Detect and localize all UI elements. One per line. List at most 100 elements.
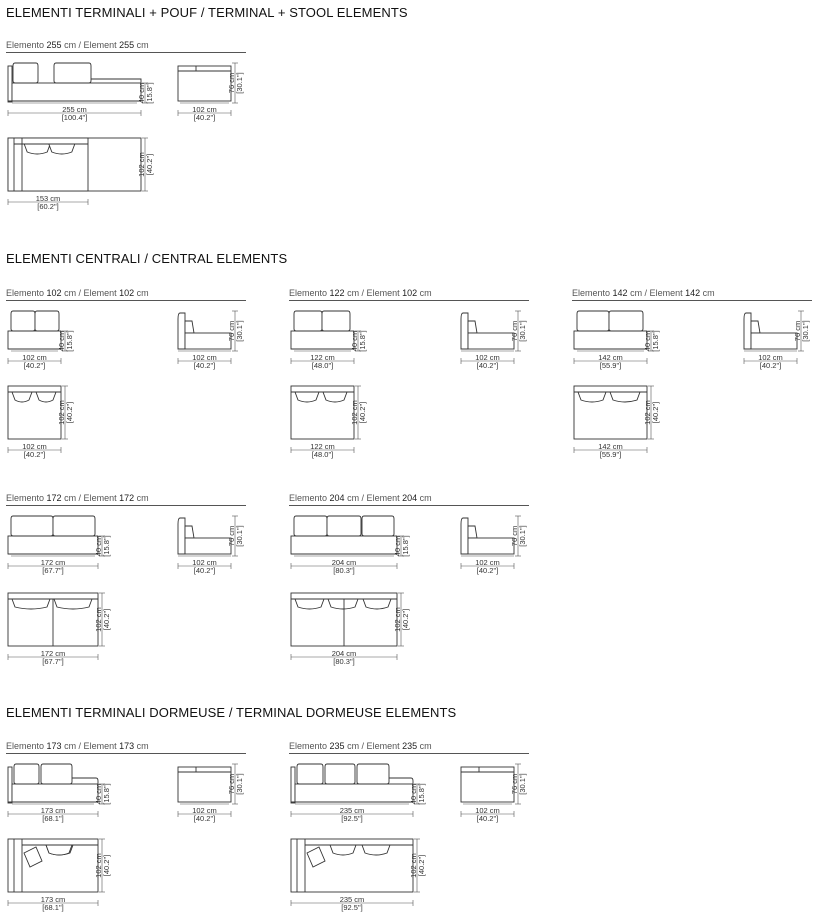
side-cushion: [184, 320, 195, 334]
side-height-vdim-label-in: [30.1"]: [235, 72, 244, 93]
caption-it-word: Elemento: [6, 40, 47, 50]
side-view: [177, 312, 232, 352]
element-rule: [572, 300, 812, 301]
plan-depth-vdim-label-cm: 102 cm: [409, 853, 418, 878]
side-height-vdim-label-in: [30.1"]: [518, 773, 527, 794]
front-width-dim-label-in: [68.1"]: [42, 814, 63, 823]
caption-en-size: 172: [119, 493, 135, 503]
side-depth-dim-label-cm: 102 cm: [475, 353, 500, 362]
plan-depth-vdim-label-in: [40.2"]: [65, 402, 74, 423]
side-depth-dim-label-cm: 102 cm: [192, 353, 217, 362]
element-rule: [6, 753, 246, 754]
element-drawing-c172: 172 cm[67.7"]40 cm[15.8"]102 cm[40.2"]76…: [7, 515, 244, 666]
section-title-central: ELEMENTI CENTRALI / CENTRAL ELEMENTS: [6, 251, 288, 266]
side-height-vdim-label-cm: 76 cm: [510, 321, 519, 341]
plan-width-dim-label-cm: 102 cm: [22, 442, 47, 451]
front-cushion: [321, 310, 351, 332]
front-cushion: [576, 310, 610, 332]
side-depth-dim-label-cm: 102 cm: [758, 353, 783, 362]
plan-width-dim-label-in: [55.9"]: [600, 450, 621, 459]
element-rule: [289, 753, 529, 754]
side-depth-dim-label-in: [40.2"]: [194, 814, 215, 823]
element-drawing-c204: 204 cm[80.3"]40 cm[15.8"]102 cm[40.2"]76…: [290, 515, 527, 666]
side-view: [743, 312, 798, 352]
element-drawing-d173: 173 cm[68.1"]40 cm[15.8"]102 cm[40.2"]76…: [7, 763, 244, 912]
side-view: [460, 312, 515, 352]
front-cushion: [356, 763, 390, 785]
front-arm: [7, 65, 13, 103]
front-cushion: [52, 515, 96, 537]
element-drawing-c102: 102 cm[40.2"]40 cm[15.8"]102 cm[40.2"]76…: [7, 310, 244, 459]
caption-en-word: cm / Element: [61, 493, 120, 503]
side-height-vdim-label-in: [30.1"]: [235, 773, 244, 794]
seat-height-vdim-label-cm: 40 cm: [94, 784, 103, 804]
caption-it-size: 235: [329, 741, 345, 751]
caption-unit: cm: [417, 741, 432, 751]
plan-depth-vdim-label-cm: 102 cm: [643, 400, 652, 425]
side-depth-dim-label-in: [40.2"]: [194, 566, 215, 575]
plan-width-dim-label-cm: 122 cm: [310, 442, 335, 451]
caption-it-word: Elemento: [6, 741, 47, 751]
side-height-vdim-label-in: [30.1"]: [235, 525, 244, 546]
caption-it-size: 142: [612, 288, 628, 298]
side-depth-dim-label-cm: 102 cm: [192, 105, 217, 114]
front-width-dim-label-in: [92.5"]: [341, 814, 362, 823]
caption-it-size: 204: [329, 493, 345, 503]
plan-width-dim-label-in: [68.1"]: [42, 903, 63, 912]
side-view: [460, 766, 515, 805]
plan-pillow: [361, 844, 391, 856]
seat-height-vdim-label-cm: 40 cm: [57, 331, 66, 351]
element-drawing-c142: 142 cm[55.9"]40 cm[15.8"]102 cm[40.2"]76…: [573, 310, 810, 459]
plan-depth-vdim-label-in: [40.2"]: [401, 609, 410, 630]
front-cushion: [293, 310, 323, 332]
side-cushion: [184, 525, 195, 539]
element-caption: Elemento 173 cm / Element 173 cm: [6, 741, 149, 751]
side-height-vdim-label-cm: 76 cm: [227, 73, 236, 93]
front-seat: [290, 535, 398, 555]
front-width-dim-label-cm: 172 cm: [41, 558, 66, 567]
caption-en-word: cm / Element: [61, 288, 120, 298]
plan-view: [290, 838, 414, 893]
element-rule: [6, 300, 246, 301]
side-seat: [467, 332, 515, 350]
caption-unit: cm: [134, 741, 149, 751]
side-depth-dim-label-cm: 102 cm: [475, 806, 500, 815]
front-view: [7, 310, 62, 352]
front-seat: [11, 783, 99, 803]
seat-height-vdim-label-cm: 40 cm: [393, 536, 402, 556]
front-width-dim-label-in: [55.9"]: [600, 361, 621, 370]
plan-pillow: [53, 598, 93, 610]
plan-outline-full: [7, 137, 142, 192]
caption-it-word: Elemento: [289, 288, 330, 298]
front-view: [7, 62, 142, 104]
element-drawing-d235: 235 cm[92.5"]40 cm[15.8"]102 cm[40.2"]76…: [290, 763, 527, 912]
section-title-dormeuse: ELEMENTI TERMINALI DORMEUSE / TERMINAL D…: [6, 705, 457, 720]
plan-pillow: [577, 391, 607, 403]
plan-depth-vdim-label-in: [40.2"]: [358, 402, 367, 423]
caption-unit: cm: [134, 493, 149, 503]
caption-en-size: 255: [119, 40, 135, 50]
side-cushion: [750, 320, 761, 334]
caption-it-size: 173: [46, 741, 62, 751]
front-width-dim-label-in: [48.0"]: [312, 361, 333, 370]
front-width-dim-label-in: [80.3"]: [333, 566, 354, 575]
side-depth-dim-label-in: [40.2"]: [194, 113, 215, 122]
side-seat: [184, 332, 232, 350]
side-height-vdim-label-in: [30.1"]: [518, 320, 527, 341]
plan-view: [7, 385, 62, 440]
front-width-dim-label-in: [67.7"]: [42, 566, 63, 575]
side-cushion: [467, 320, 478, 334]
element-rule: [6, 52, 246, 53]
element-caption: Elemento 204 cm / Element 204 cm: [289, 493, 432, 503]
front-cushion: [608, 310, 644, 332]
caption-en-size: 142: [685, 288, 701, 298]
caption-unit: cm: [700, 288, 715, 298]
front-view: [290, 310, 355, 352]
front-seat: [290, 330, 355, 350]
plan-view: [7, 592, 99, 647]
side-height-vdim-label-cm: 76 cm: [510, 526, 519, 546]
element-caption: Elemento 142 cm / Element 142 cm: [572, 288, 715, 298]
side-body: [460, 766, 515, 803]
